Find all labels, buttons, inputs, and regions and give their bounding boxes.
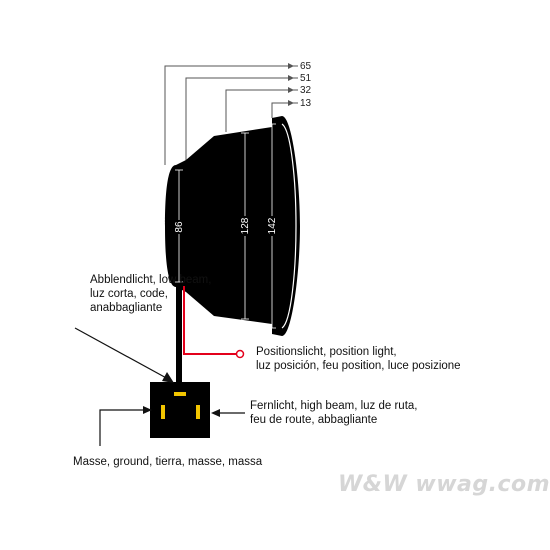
diameter-ticks [175, 123, 276, 329]
diameter-128: 128 [240, 217, 251, 234]
arrow-13 [288, 100, 294, 106]
arrow-65 [288, 63, 294, 69]
diameter-86: 86 [174, 221, 185, 233]
callout-high-beam: Fernlicht, high beam, luz de ruta, feu d… [250, 399, 417, 427]
callout-position-light-line-1: Positionslicht, position light, [256, 346, 397, 358]
watermark-logo: W&W wwag.com [338, 472, 550, 497]
connector-pin-top [174, 392, 186, 396]
arrow-32 [288, 87, 294, 93]
dimension-line-65 [164, 65, 298, 165]
dimension-line-13 [271, 102, 298, 118]
callout-low-beam-line-1: Abblendlicht, low beam, [90, 274, 212, 286]
dimension-32: 32 [300, 85, 312, 96]
diameter-142: 142 [267, 217, 278, 234]
arrowhead-low-beam [162, 372, 174, 383]
callout-low-beam-line-3: anabbagliante [90, 302, 163, 314]
connector-pin-left [161, 405, 165, 419]
arrowhead-high-beam [211, 409, 220, 417]
callout-high-beam-line-2: feu de route, abbagliante [250, 414, 378, 426]
dimension-13: 13 [300, 98, 312, 109]
dimension-65: 65 [300, 61, 312, 72]
headlight-housing [165, 116, 300, 336]
position-light-terminal [235, 349, 245, 359]
leader-arrows [74, 327, 245, 446]
dimension-arrows [288, 63, 294, 106]
dimension-lines [164, 65, 298, 165]
arrow-51 [288, 75, 294, 81]
arrowhead-ground [143, 406, 152, 414]
connector-pin-right [196, 405, 200, 419]
callout-high-beam-line-1: Fernlicht, high beam, luz de ruta, [250, 400, 418, 412]
callout-low-beam-line-2: luz corta, code, [90, 288, 168, 300]
dimension-line-32 [225, 89, 298, 132]
callout-position-light-line-2: luz posición, feu position, luce posizio… [256, 360, 461, 372]
dimension-line-51 [185, 77, 298, 165]
callout-ground-line-1: Masse, ground, tierra, masse, massa [73, 456, 263, 468]
red-wire [183, 286, 236, 355]
leader-low-beam [74, 327, 171, 381]
callout-ground: Masse, ground, tierra, masse, massa [73, 455, 262, 469]
connector [150, 382, 210, 438]
leader-ground [99, 409, 146, 446]
dimension-51: 51 [300, 73, 312, 84]
callout-position-light: Positionslicht, position light, luz posi… [256, 345, 461, 373]
lens-rim [281, 123, 297, 329]
callout-low-beam: Abblendlicht, low beam, luz corta, code,… [90, 273, 211, 315]
